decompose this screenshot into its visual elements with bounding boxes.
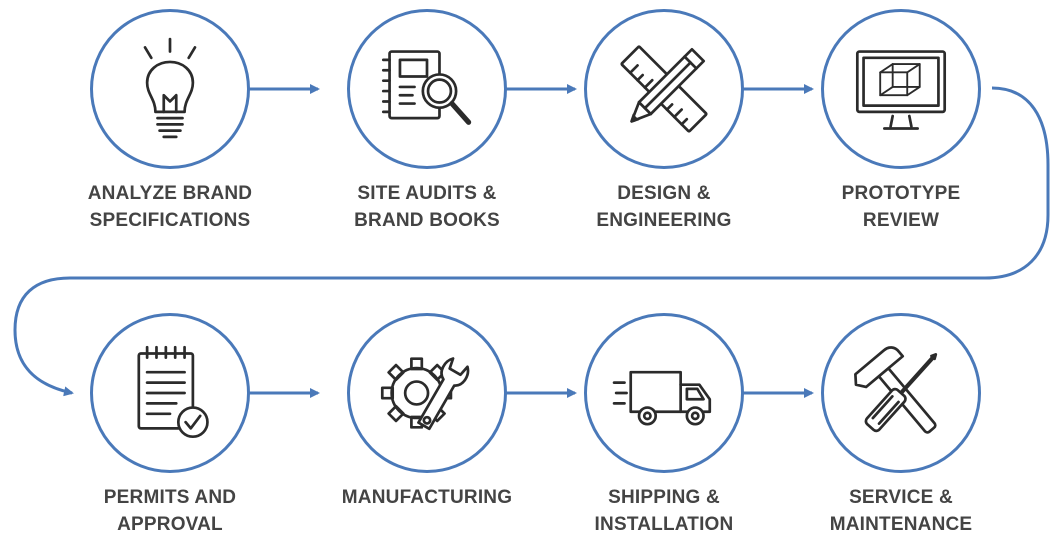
step-label-shipping-installation: SHIPPING & INSTALLATION [594,487,734,535]
step-label-design-engineering: DESIGN & ENGINEERING [596,183,732,231]
step-label-permits-approval: PERMITS AND APPROVAL [103,487,237,535]
truck-icon [612,370,712,426]
notebook-magnifier-icon [381,50,472,125]
step-label-analyze-brand: ANALYZE BRAND SPECIFICATIONS [87,183,253,231]
step-analyze-brand [90,9,250,169]
step-design-engineering [584,9,744,169]
step-circle [90,9,250,169]
pencil-ruler-icon [620,45,708,133]
step-label-service-maintenance: SERVICE & MAINTENANCE [829,487,973,535]
step-label-manufacturing: MANUFACTURING [341,487,513,508]
step-circle [90,313,250,473]
step-permits-approval [90,313,250,473]
step-service-maintenance [821,313,981,473]
step-site-audits [347,9,507,169]
checklist-icon [137,345,209,439]
step-manufacturing [347,313,507,473]
step-label-site-audits: SITE AUDITS & BRAND BOOKS [354,183,500,231]
monitor-cube-icon [855,50,947,130]
step-shipping-installation [584,313,744,473]
hammer-screwdriver-icon [854,346,938,434]
connector-4-5 [13,86,1050,397]
step-circle [821,9,981,169]
step-label-prototype-review: PROTOTYPE REVIEW [841,183,961,231]
gear-wrench-icon [380,357,470,431]
step-circle [584,313,744,473]
lightbulb-icon [143,37,197,139]
step-prototype-review [821,9,981,169]
